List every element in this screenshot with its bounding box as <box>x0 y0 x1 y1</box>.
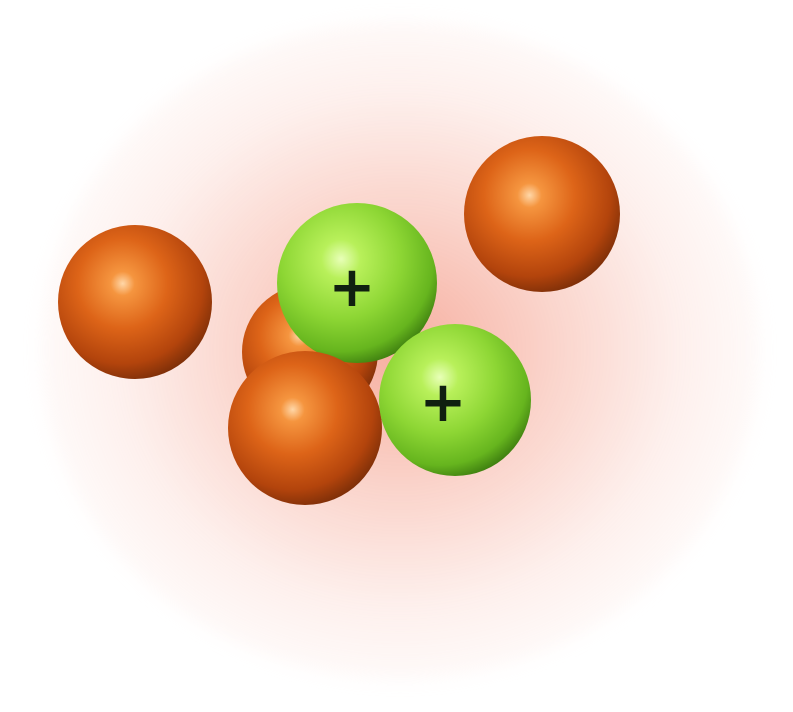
proton-top-plus-icon: + <box>329 255 376 320</box>
neutron-front <box>228 351 382 505</box>
svg-text:+: + <box>420 370 467 435</box>
svg-text:+: + <box>329 255 376 320</box>
proton-bottom-plus-icon: + <box>420 370 467 435</box>
neutron-left <box>58 225 212 379</box>
neutron-right <box>464 136 620 292</box>
